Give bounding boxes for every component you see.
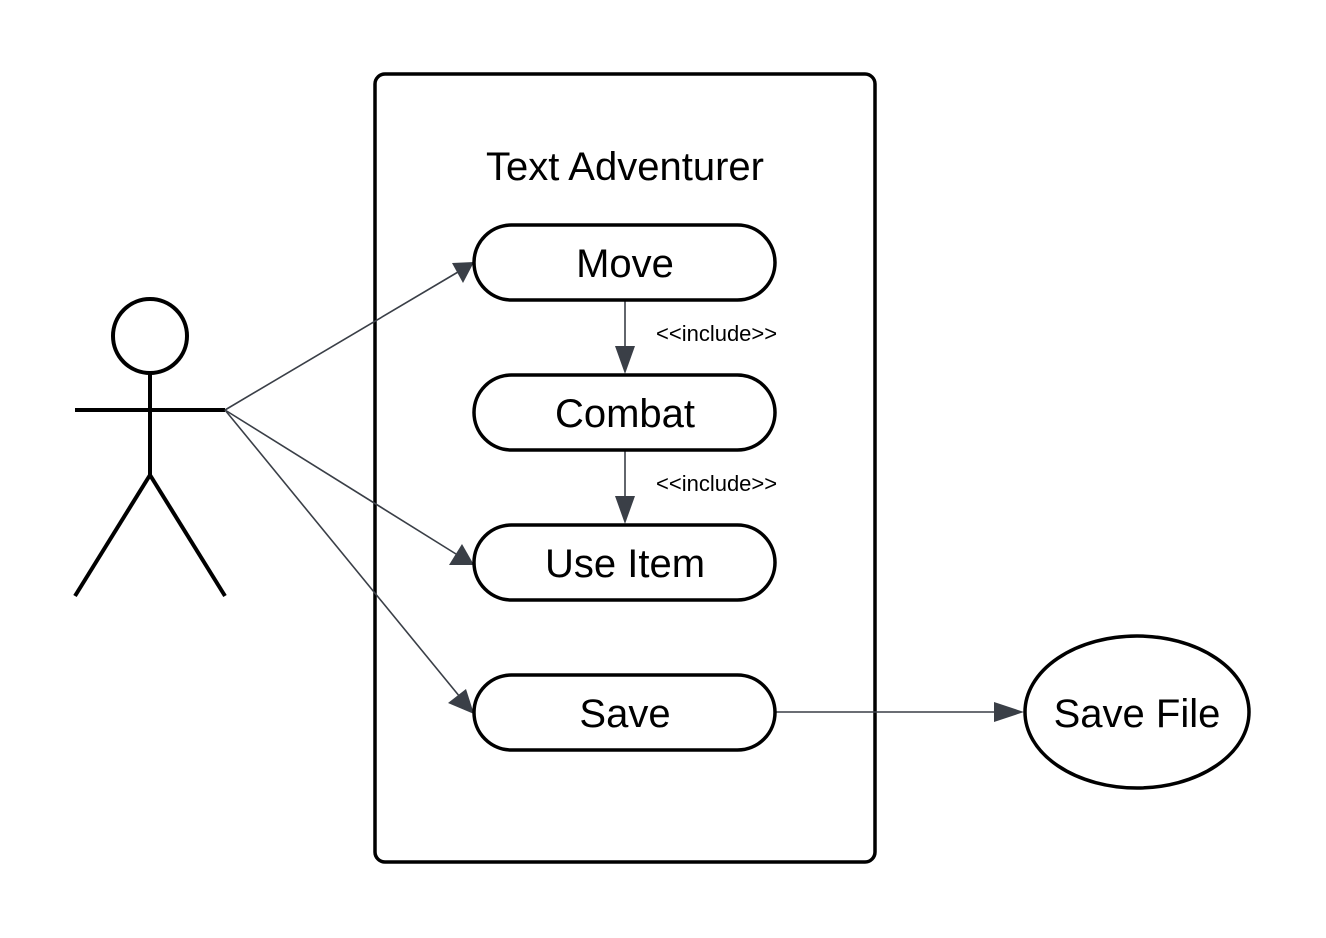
use-case-combat-label: Combat (555, 392, 695, 436)
include-combat-use-item-label: <<include>> (656, 471, 777, 496)
save-file-ellipse (1023, 634, 1251, 790)
include-combat-use-item-arrowhead (615, 496, 635, 524)
actor-left-leg (73, 473, 152, 598)
actor-right-leg (148, 473, 227, 598)
save-file-label: Save File (1054, 692, 1221, 736)
use-case-move-shape (472, 223, 777, 302)
use-case-save[interactable]: Save (472, 673, 777, 752)
external-save-file[interactable]: Save File (1023, 634, 1251, 790)
include-move-combat: <<include>> (615, 300, 777, 374)
system-title: Text Adventurer (486, 145, 764, 189)
association-move (224, 271, 459, 411)
actor-associations (224, 262, 474, 714)
association-save-arrowhead (448, 689, 474, 714)
include-combat-use-item: <<include>> (615, 450, 777, 524)
include-move-combat-arrowhead (615, 346, 635, 374)
include-move-combat-label: <<include>> (656, 321, 777, 346)
association-use-item-arrowhead (449, 544, 474, 565)
association-save (224, 409, 461, 698)
association-move-arrowhead (452, 262, 474, 283)
use-case-move[interactable]: Move (472, 223, 777, 302)
use-case-use-item-shape (472, 523, 777, 602)
save-to-save-file-arrowhead (994, 702, 1024, 722)
actor-user (73, 297, 227, 598)
use-case-use-item-label: Use Item (545, 542, 705, 586)
actor-head (111, 297, 189, 375)
save-to-save-file (776, 702, 1024, 722)
use-case-save-shape (472, 673, 777, 752)
use-case-combat-shape (472, 373, 777, 452)
use-case-combat[interactable]: Combat (472, 373, 777, 452)
use-case-save-label: Save (579, 692, 670, 736)
association-use-item (224, 409, 457, 555)
use-case-move-label: Move (576, 242, 674, 286)
use-case-use-item[interactable]: Use Item (472, 523, 777, 602)
